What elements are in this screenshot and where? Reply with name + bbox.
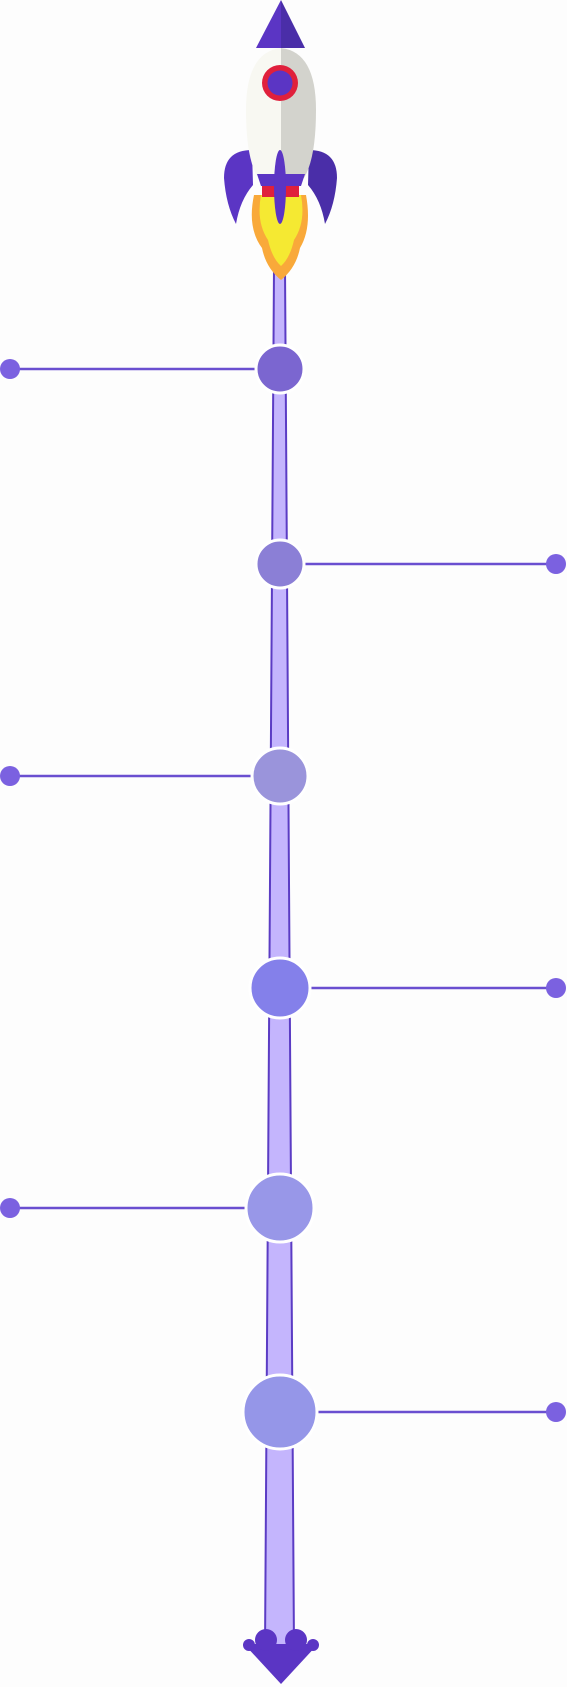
arrow-head-icon [243,1629,319,1684]
milestone-node-2 [254,538,306,590]
milestone-nodes [241,343,319,1451]
connector-end-dot-2 [546,554,566,574]
connector-end-dot-4 [546,978,566,998]
milestone-node-3 [250,746,310,806]
milestone-node-5 [244,1172,316,1244]
connector-end-dot-1 [0,359,20,379]
connector-end-dot-3 [0,766,20,786]
connector-end-dot-6 [546,1402,566,1422]
milestone-node-1 [254,343,306,395]
rocket-icon [224,0,337,280]
connector-end-dot-5 [0,1198,20,1218]
milestone-connectors [0,359,566,1422]
milestone-node-4 [248,956,312,1020]
milestone-node-6 [241,1373,319,1451]
